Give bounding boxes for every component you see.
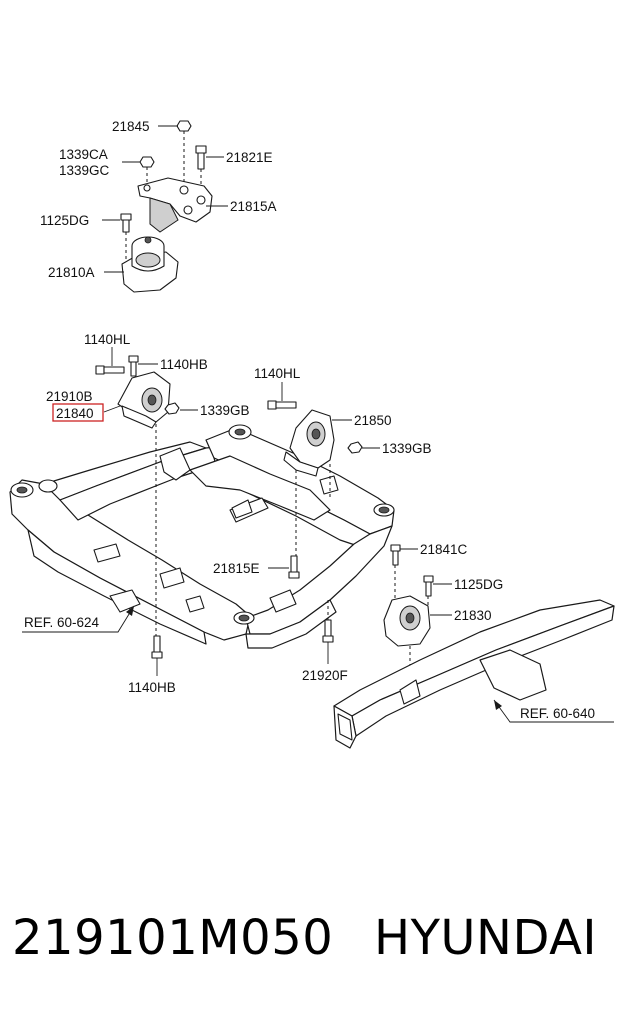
bolt-1140hb-top bbox=[128, 355, 139, 377]
callout-labels: 21845 1339CA 1339GC 21821E 1125DG 21815A… bbox=[24, 119, 595, 721]
callout-21841c: 21841C bbox=[420, 542, 468, 557]
bolt-21841c bbox=[390, 544, 401, 598]
mount-21810a bbox=[121, 236, 179, 293]
part-number: 219101M050 bbox=[12, 910, 334, 966]
callout-21815a: 21815A bbox=[230, 199, 277, 214]
bolt-1140hl-right bbox=[267, 400, 297, 410]
exploded-parts-diagram: 21845 1339CA 1339GC 21821E 1125DG 21815A… bbox=[9, 119, 615, 749]
callout-21821e: 21821E bbox=[226, 150, 273, 165]
callout-1339gc: 1339GC bbox=[59, 163, 110, 178]
callout-1339gb-left: 1339GB bbox=[200, 403, 250, 418]
bolt-21920f bbox=[322, 600, 334, 643]
callout-1140hb-bottom: 1140HB bbox=[128, 680, 176, 695]
callout-1125dg-right: 1125DG bbox=[454, 577, 503, 592]
callout-21830: 21830 bbox=[454, 608, 492, 623]
bolt-1140hl-left bbox=[95, 365, 125, 375]
ref-label-60-624: REF. 60-624 bbox=[24, 615, 100, 630]
callout-1125dg-top: 1125DG bbox=[40, 213, 89, 228]
bracket-21815a bbox=[137, 177, 213, 233]
callout-21810a: 21810A bbox=[48, 265, 95, 280]
brand-name: HYUNDAI bbox=[374, 910, 598, 966]
callout-21845: 21845 bbox=[112, 119, 150, 134]
highlight-box-21840 bbox=[52, 403, 104, 422]
front-side-member bbox=[333, 599, 615, 749]
mount-21830-group bbox=[383, 544, 434, 690]
nut-1339gb-left bbox=[164, 402, 180, 415]
callout-21815e: 21815E bbox=[213, 561, 260, 576]
callout-1140hl-left: 1140HL bbox=[84, 332, 131, 347]
callout-21850: 21850 bbox=[354, 413, 392, 428]
nut-21845 bbox=[176, 120, 192, 190]
mount-21850-group bbox=[267, 400, 363, 560]
callout-1140hb-top: 1140HB bbox=[160, 357, 208, 372]
callout-1140hl-right: 1140HL bbox=[254, 366, 301, 381]
bolt-1125dg-right bbox=[423, 575, 434, 608]
mount-21840-group bbox=[95, 355, 180, 640]
callout-1339ca: 1339CA bbox=[59, 147, 108, 162]
bolt-1125dg-top bbox=[120, 213, 132, 262]
nut-1339gb-right bbox=[347, 441, 363, 454]
callout-1339gb-right: 1339GB bbox=[382, 441, 432, 456]
front-subframe bbox=[9, 424, 395, 649]
leader-lines bbox=[22, 125, 614, 723]
ref-label-60-640: REF. 60-640 bbox=[520, 706, 595, 721]
bolt-1140hb-bottom bbox=[151, 635, 163, 659]
callout-21910b: 21910B bbox=[46, 389, 93, 404]
callout-21920f: 21920F bbox=[302, 668, 348, 683]
callout-21840: 21840 bbox=[56, 406, 94, 421]
bolt-21815e bbox=[288, 555, 300, 579]
upper-mount-assembly bbox=[120, 120, 213, 293]
